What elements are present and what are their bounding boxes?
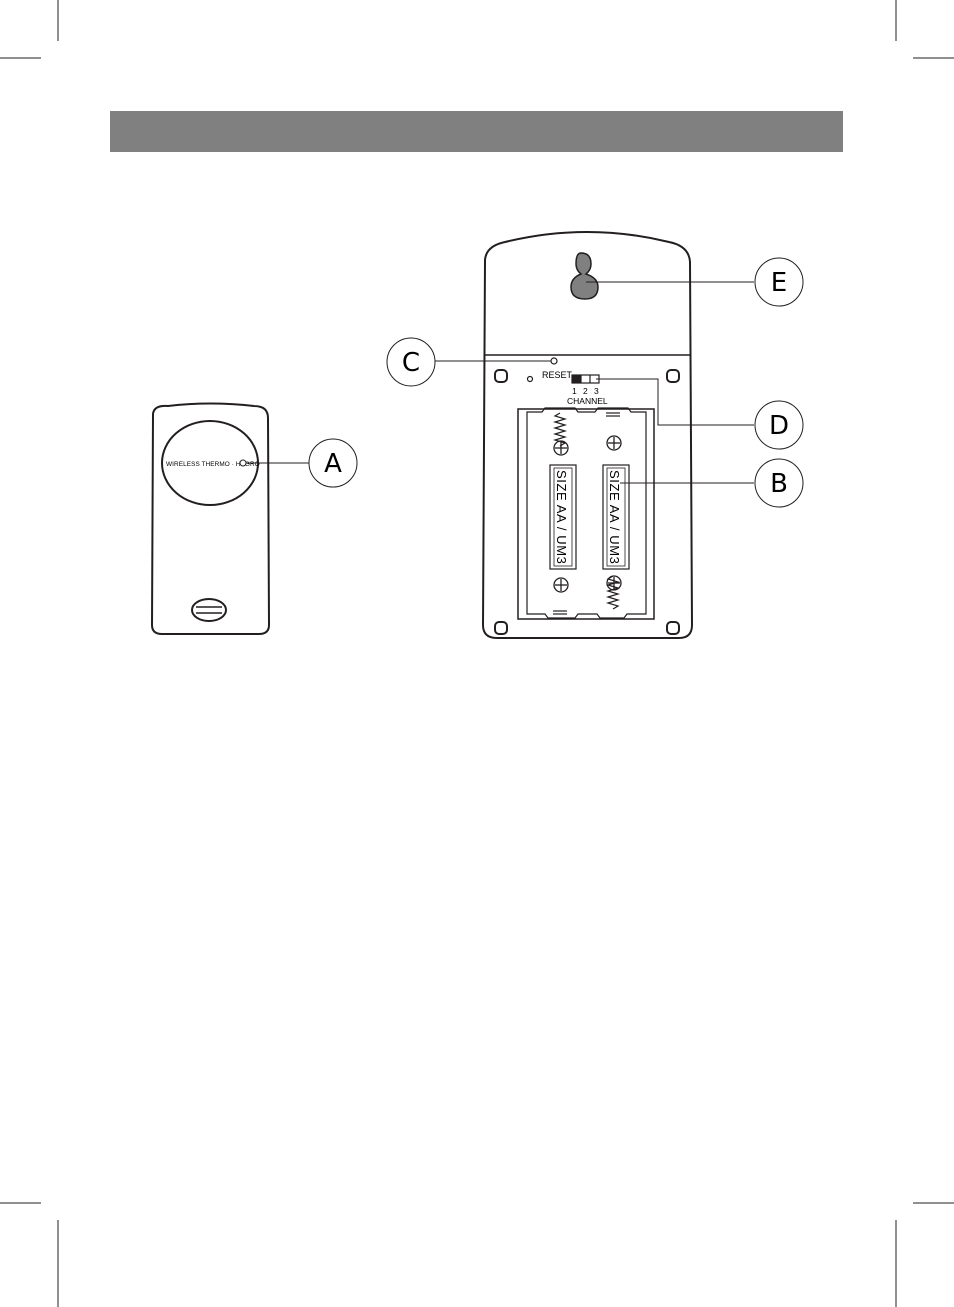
channel-number-1: 1 — [572, 386, 577, 396]
reset-button — [551, 358, 557, 364]
callout-b: B — [755, 459, 803, 507]
callout-c-label: C — [402, 348, 420, 378]
remote-sensor — [152, 404, 269, 635]
callout-e-label: E — [771, 268, 787, 298]
channel-number-2: 2 — [583, 386, 588, 396]
screw-hole — [667, 622, 679, 634]
callout-c: C — [387, 338, 435, 386]
screw-hole — [667, 370, 679, 382]
callout-a: A — [309, 439, 357, 487]
sensor-led — [240, 460, 246, 466]
screw-hole — [495, 622, 507, 634]
channel-number-3: 3 — [594, 386, 599, 396]
screw-hole — [495, 370, 507, 382]
callout-d-label: D — [769, 411, 789, 441]
callout-a-label: A — [324, 449, 342, 479]
leader-d — [596, 379, 754, 425]
channel-label: CHANNEL — [567, 396, 608, 406]
spring-bottom-right — [608, 576, 618, 609]
battery-label-right: SIZE AA / UM3 — [607, 470, 622, 565]
battery-label-left: SIZE AA / UM3 — [554, 470, 569, 565]
battery-compartment — [518, 409, 654, 619]
callout-d: D — [755, 401, 803, 449]
hanger-keyhole — [571, 253, 598, 299]
reset-label: RESET — [542, 370, 573, 380]
channel-switch — [572, 375, 599, 383]
callout-b-label: B — [770, 469, 788, 499]
sensor-bottom-button — [192, 599, 226, 621]
callout-e: E — [755, 258, 803, 306]
